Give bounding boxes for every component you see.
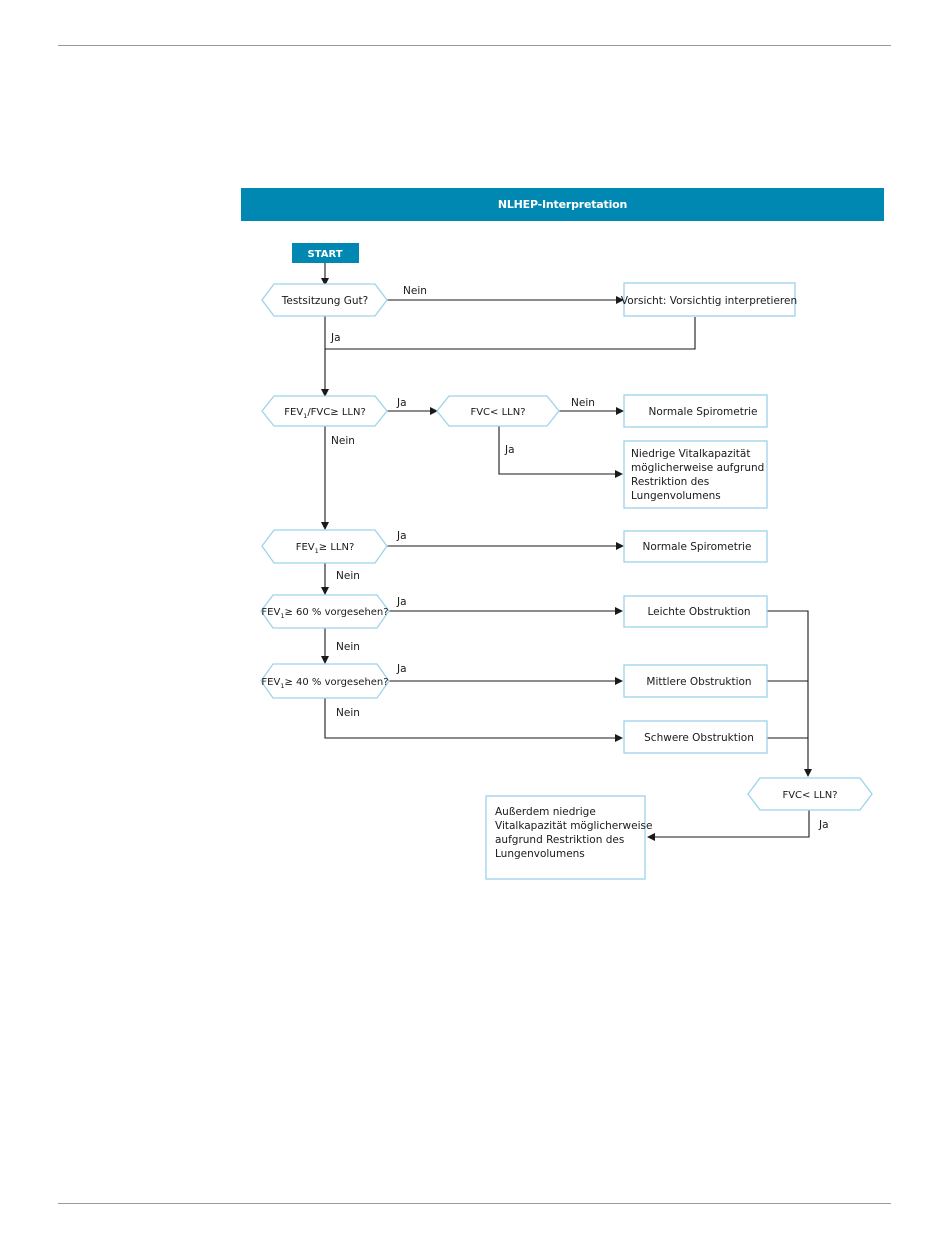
outcome-additional-box [485, 795, 646, 880]
decision-fvc-lln-1-text: FVC< LLN? [470, 407, 525, 418]
decision-test-session [261, 283, 388, 317]
label-d1-no: Nein [403, 285, 427, 297]
label-d3-yes: Ja [504, 444, 515, 456]
label-d5-yes: Ja [396, 596, 407, 608]
outcome-mild-text: Leichte Obstruktion [647, 606, 750, 618]
outcome-additional-text: Außerdem niedrige Vitalkapazität möglich… [495, 806, 656, 860]
label-d4-yes: Ja [396, 530, 407, 542]
outcome-moderate-box [623, 664, 768, 698]
outcome-low-vc-text: Niedrige Vitalkapazität möglicherweise a… [631, 448, 768, 502]
decision-fvc-lln-1 [436, 395, 560, 427]
flowchart-title-banner: NLHEP-Interpretation [241, 188, 884, 221]
outcome-moderate-text: Mittlere Obstruktion [646, 676, 751, 688]
label-d1-yes: Ja [330, 332, 341, 344]
decision-fev1-lln-text: FEV1≥ LLN? [296, 542, 355, 555]
decision-fev1-40-text: FEV1≥ 40 % vorgesehen? [261, 677, 388, 690]
outcome-severe-text: Schwere Obstruktion [644, 732, 754, 744]
outcome-caution-text: Vorsicht: Vorsichtig interpretieren [621, 295, 797, 307]
connector-d3-low-vc [498, 426, 623, 478]
outcome-low-vc-box [623, 440, 768, 509]
outcome-caution-box [623, 282, 796, 317]
connector-d1-yes-merge [324, 316, 696, 350]
decision-fev1-fvc [261, 395, 388, 427]
bottom-rule [58, 1203, 891, 1204]
decision-fvc-lln-2-text: FVC< LLN? [782, 790, 837, 801]
label-d7-yes: Ja [818, 819, 829, 831]
outcome-normal-2-text: Normale Spirometrie [642, 541, 751, 553]
outcome-normal-1-text: Normale Spirometrie [648, 406, 757, 418]
outcome-normal-1-box [623, 394, 768, 428]
label-d5-no: Nein [336, 641, 360, 653]
label-d4-no: Nein [336, 570, 360, 582]
decision-fvc-lln-2 [747, 777, 873, 811]
label-d3-no: Nein [571, 397, 595, 409]
decision-fev1-60-text: FEV1≥ 60 % vorgesehen? [261, 607, 388, 620]
start-label: START [307, 249, 342, 260]
label-d2-no: Nein [331, 435, 355, 447]
connector-d7-additional [647, 809, 810, 841]
connector-outcomes-d7 [767, 610, 812, 777]
decision-test-session-text: Testsitzung Gut? [281, 295, 369, 307]
outcome-normal-2-box [623, 530, 768, 563]
decision-fev1-lln [261, 529, 388, 564]
connector-d6-severe [324, 698, 623, 742]
top-rule [58, 45, 891, 46]
label-d6-yes: Ja [396, 663, 407, 675]
decision-fev1-60 [260, 594, 390, 629]
outcome-severe-box [623, 720, 768, 754]
label-d2-yes: Ja [396, 397, 407, 409]
decision-fev1-fvc-text: FEV1/FVC≥ LLN? [284, 407, 366, 420]
outcome-mild-box [623, 595, 768, 628]
start-node: START [292, 243, 359, 263]
label-d6-no: Nein [336, 707, 360, 719]
decision-fev1-40 [260, 663, 390, 699]
connectors [321, 263, 812, 841]
